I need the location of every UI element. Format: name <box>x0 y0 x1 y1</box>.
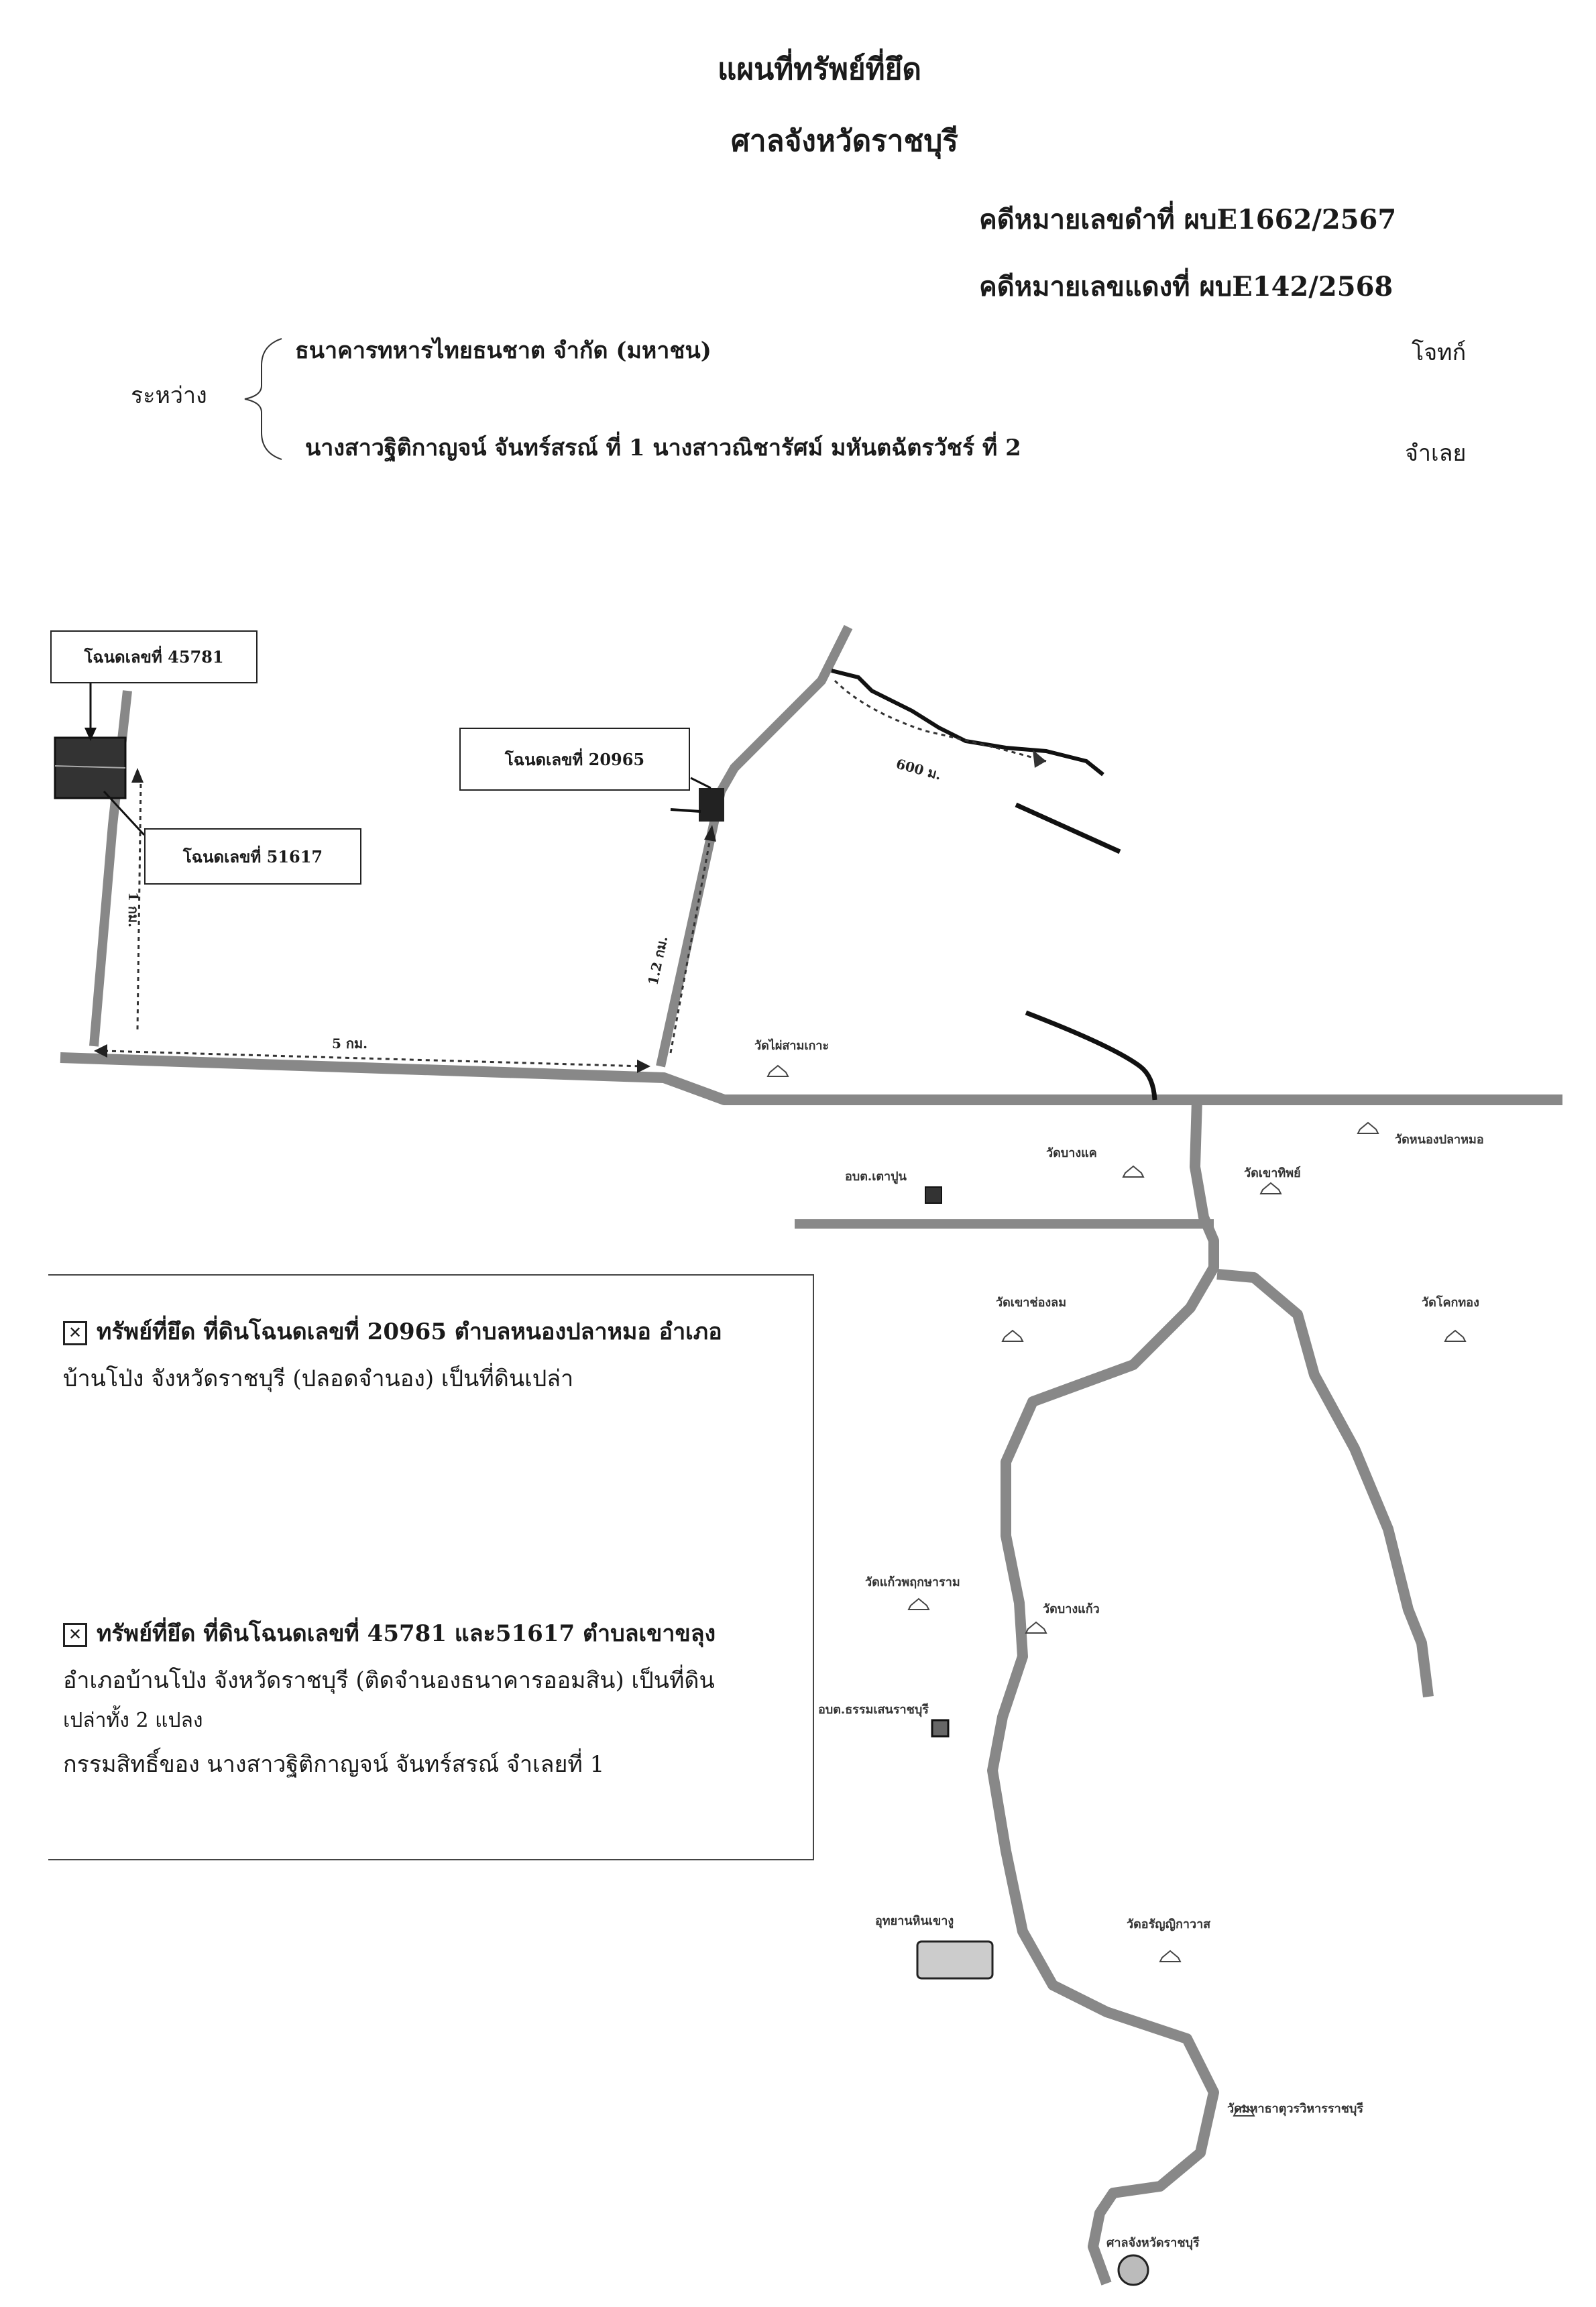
legend-item1-line2: บ้านโป่ง จังหวัดราชบุรี (ปลอดจำนอง) เป็น… <box>63 1365 574 1392</box>
park-marker <box>916 1940 994 1980</box>
court-name: ศาลจังหวัดราชบุรี <box>731 124 958 158</box>
left-road <box>89 690 132 1047</box>
label-1-2km: 1.2 กม. <box>644 935 671 987</box>
defendant-role: จำเลย <box>1405 440 1467 467</box>
red-case-number: คดีหมายเลขแดงที่ ผบE142/2568 <box>979 271 1393 302</box>
temple-icon <box>1122 1165 1145 1178</box>
label-obt-ta-pun: อบต.เตาปูน <box>845 1170 907 1184</box>
temple-icon <box>1259 1182 1282 1194</box>
label-wat-khao-tip: วัดเขาทิพย์ <box>1244 1166 1301 1180</box>
between-label: ระหว่าง <box>131 382 207 409</box>
temple-icon <box>1025 1621 1047 1634</box>
label-5km: 5 กม. <box>332 1035 367 1052</box>
legend-item1-line1: ทรัพย์ที่ยึด ที่ดินโฉนดเลขที่ 20965 ตำบล… <box>97 1318 722 1345</box>
legend-item-45781: ✕ ทรัพย์ที่ยึด ที่ดินโฉนดเลขที่ 45781 และ… <box>63 1611 716 1656</box>
black-road-curve <box>1025 1010 1157 1101</box>
plaintiff-role: โจทก์ <box>1412 339 1467 366</box>
legend-item2-line3: เปล่าทั้ง 2 แปลง <box>63 1709 203 1732</box>
obt-ta-pun-marker <box>925 1186 942 1204</box>
label-wat-kaeo-phruksaram: วัดแก้วพฤกษาราม <box>865 1575 960 1589</box>
page-title: แผนที่ทรัพย์ที่ยึด <box>718 52 922 87</box>
court-marker <box>1117 2254 1149 2286</box>
deed-45781-label: โฉนดเลขที่ 45781 <box>50 630 258 683</box>
deed-20965-label: โฉนดเลขที่ 20965 <box>459 728 690 791</box>
black-line <box>1015 802 1121 854</box>
deed-51617-label: โฉนดเลขที่ 51617 <box>144 828 361 885</box>
label-wat-khok-thong: วัดโคกทอง <box>1422 1295 1479 1310</box>
legend-item2-line1: ทรัพย์ที่ยึด ที่ดินโฉนดเลขที่ 45781 และ5… <box>97 1620 716 1647</box>
black-case-number: คดีหมายเลขดำที่ ผบE1662/2567 <box>979 204 1397 235</box>
temple-icon <box>1357 1121 1379 1134</box>
south-road <box>987 1099 1219 2286</box>
between-brace <box>244 338 282 460</box>
temple-icon <box>1159 1950 1182 1962</box>
label-wat-phai-sam-ko: วัดไผ่สามเกาะ <box>754 1038 829 1053</box>
dimension-5km <box>103 1050 644 1068</box>
east-road <box>1216 1269 1434 1697</box>
legend-box: ✕ ทรัพย์ที่ยึด ที่ดินโฉนดเลขที่ 20965 ตำบ… <box>48 1274 814 1860</box>
deed-20965-plot <box>699 788 724 822</box>
temple-icon <box>907 1597 930 1610</box>
label-park: อุทยานหินเขางู <box>875 1914 954 1929</box>
plaintiff-name: ธนาคารทหารไทยธนชาต จำกัด (มหาชน) <box>295 337 711 364</box>
label-wat-khao-chong-lom: วัดเขาช่องลม <box>996 1296 1066 1310</box>
legend-item-20965: ✕ ทรัพย์ที่ยึด ที่ดินโฉนดเลขที่ 20965 ตำบ… <box>63 1309 722 1355</box>
label-wat-aranyik: วัดอรัญญิกาวาส <box>1127 1917 1211 1931</box>
temple-icon <box>1233 2104 1255 2117</box>
black-curve-top <box>831 669 1104 777</box>
label-wat-nong-pla-mo: วัดหนองปลาหมอ <box>1395 1133 1484 1147</box>
label-wat-mahathat: วัดมหาธาตุวรวิหารราชบุรี <box>1227 2102 1363 2117</box>
obt-tham-marker <box>931 1719 950 1738</box>
label-wat-bang-kaeo: วัดบางแก้ว <box>1043 1602 1100 1616</box>
checked-box-icon: ✕ <box>63 1623 87 1647</box>
main-road <box>60 1052 1562 1105</box>
temple-icon <box>766 1064 789 1077</box>
checked-box-icon: ✕ <box>63 1321 87 1345</box>
label-court: ศาลจังหวัดราชบุรี <box>1106 2236 1200 2251</box>
defendant-names: นางสาวฐิติกาญจน์ จันทร์สรณ์ ที่ 1 นางสาว… <box>305 435 1021 461</box>
label-wat-bang-kae: วัดบางแค <box>1046 1146 1097 1160</box>
temple-icon <box>1444 1329 1467 1342</box>
label-obt-tham: อบต.ธรรมเสนราชบุรี <box>818 1703 929 1718</box>
branch-road <box>656 624 853 1068</box>
legend-item2-line4: กรรมสิทธิ์ของ นางสาวฐิติกาญจน์ จันทร์สรณ… <box>63 1751 605 1778</box>
temple-icon <box>1001 1329 1024 1342</box>
legend-item2-line2: อำเภอบ้านโป่ง จังหวัดราชบุรี (ติดจำนองธน… <box>63 1667 715 1694</box>
label-600m: 600 ม. <box>895 756 944 783</box>
label-1km: 1 กม. <box>125 892 141 927</box>
dimension-1km <box>136 781 142 1030</box>
